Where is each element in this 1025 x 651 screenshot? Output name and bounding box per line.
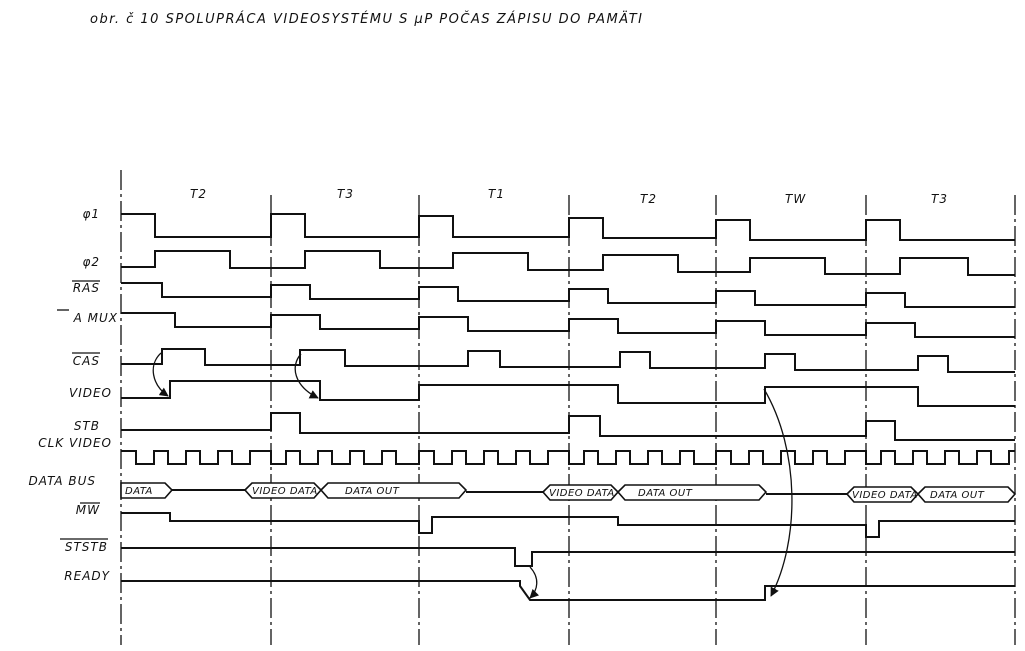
cycle-label: T2	[190, 187, 207, 201]
phi2-waveform	[121, 250, 1015, 276]
signal-labels: φ1 φ2 RAS A MUX CAS VIDEO STB CLK VIDEO …	[29, 207, 118, 583]
signal-label-video: VIDEO	[69, 386, 112, 400]
databus-segment	[616, 484, 768, 501]
databus-segment-label: DATA OUT	[345, 486, 400, 497]
cycle-label: T3	[931, 192, 948, 206]
signal-label-ready: READY	[64, 569, 110, 583]
databus-segment-label: DATA OUT	[638, 488, 693, 499]
databus-segment-label: VIDEO DATA	[252, 486, 318, 497]
ststb-waveform	[121, 547, 1015, 567]
signal-label-ststb: STSTB	[65, 540, 108, 554]
signal-label-databus: DATA BUS	[29, 474, 96, 488]
signal-label-clkvideo: CLK VIDEO	[38, 436, 112, 450]
ready-waveform	[121, 580, 1015, 601]
figure-caption: obr. č 10 SPOLUPRÁCA VIDEOSYSTÉMU S µP P…	[90, 11, 644, 27]
ststb-to-ready-arrow	[529, 566, 540, 599]
cycle-label: T1	[488, 187, 505, 201]
cycle-label: T3	[337, 187, 354, 201]
databus-segments: DATA VIDEO DATA DATA OUT VIDEO DATA DATA…	[120, 482, 1017, 503]
signal-label-phi2: φ2	[82, 255, 100, 269]
cycle-label: T2	[640, 192, 657, 206]
signal-label-cas: CAS	[73, 354, 100, 368]
cas-waveform	[121, 348, 1015, 373]
clkvideo-waveform	[121, 450, 1015, 465]
databus-segment-label: DATA OUT	[930, 490, 985, 501]
cas-to-video-arrow	[294, 353, 319, 399]
signal-label-ras: RAS	[73, 281, 100, 295]
signal-label-mw: MW	[76, 503, 100, 517]
waveforms	[121, 213, 1015, 601]
databus-segment	[319, 482, 468, 499]
stb-waveform	[121, 412, 1015, 441]
databus-segment-label: VIDEO DATA	[852, 490, 918, 501]
mw-waveform	[121, 512, 1015, 538]
databus-segment-label: VIDEO DATA	[549, 488, 615, 499]
signal-label-stb: STB	[74, 419, 100, 433]
phi1-waveform	[121, 213, 1015, 241]
databus-segment	[916, 486, 1017, 503]
databus-segment-label: DATA	[125, 486, 153, 497]
video-to-ready-arrow	[763, 388, 793, 597]
signal-label-phi1: φ1	[82, 207, 100, 221]
causality-arrows	[152, 352, 793, 599]
ras-waveform	[121, 282, 1015, 308]
cycle-dividers	[120, 170, 1016, 645]
cas-to-video-arrow	[152, 352, 169, 397]
amux-waveform	[121, 312, 1015, 338]
video-waveform	[121, 380, 1015, 407]
cycle-label: TW	[785, 192, 806, 206]
signal-label-amux: A MUX	[73, 311, 118, 325]
databus-segment	[120, 482, 174, 499]
cycle-labels: T2 T3 T1 T2 TW T3	[190, 187, 948, 206]
